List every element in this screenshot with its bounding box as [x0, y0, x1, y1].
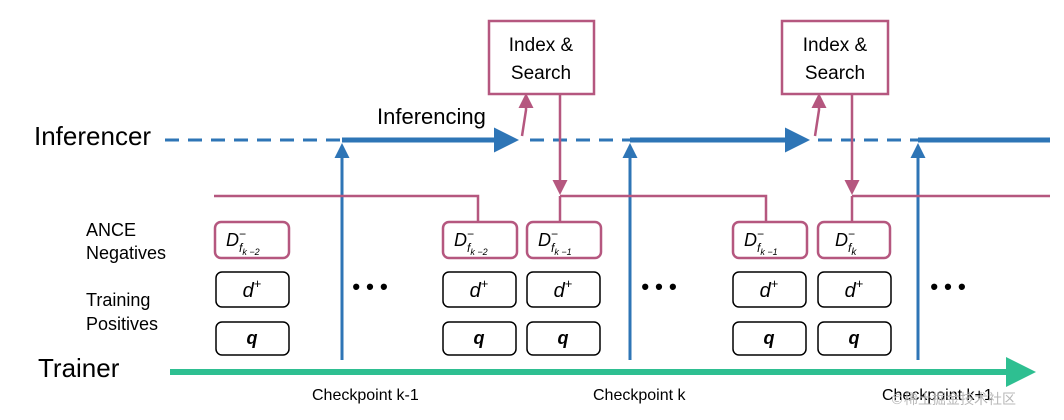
to-index-arrow-2 — [811, 93, 827, 137]
positive-box: d+ — [442, 271, 517, 308]
index-search-line2: Search — [511, 63, 571, 84]
svg-text:d+: d+ — [845, 276, 864, 302]
svg-text:D−fk: D−fk — [835, 227, 857, 258]
index-search-line1: Index & — [509, 35, 574, 56]
index-search-box-1: Index & Search — [487, 19, 596, 96]
negative-box: D−fk −1 — [731, 220, 809, 260]
svg-text:q: q — [558, 328, 569, 348]
ellipsis: • • • — [352, 274, 387, 299]
positive-box: d+ — [732, 271, 807, 308]
positive-box: d+ — [526, 271, 601, 308]
watermark: ©稀土掘金技术社区 — [890, 392, 1016, 408]
svg-text:q: q — [849, 328, 860, 348]
checkpoint-label-k-plus-1: Checkpoint k+1 — [882, 387, 993, 404]
query-box: q — [817, 321, 892, 356]
index-search-line1: Index & — [803, 35, 868, 56]
negatives-span-1 — [214, 194, 480, 222]
inferencer-label: Inferencer — [34, 121, 151, 151]
index-search-box-2: Index & Search — [780, 19, 890, 96]
svg-text:d+: d+ — [760, 276, 779, 302]
negatives-span-2 — [560, 194, 768, 222]
query-box: q — [442, 321, 517, 356]
svg-text:D−fk −2: D−fk −2 — [454, 227, 488, 257]
ellipsis: • • • — [641, 274, 676, 299]
negative-box: D−fk −1 — [525, 220, 603, 260]
svg-text:d+: d+ — [243, 276, 262, 302]
ance-label-line1: ANCE — [86, 220, 136, 240]
training-label-line1: Training — [86, 290, 150, 310]
ance-label-line2: Negatives — [86, 243, 166, 263]
svg-text:q: q — [474, 328, 485, 348]
training-label-line2: Positives — [86, 314, 158, 334]
svg-text:d+: d+ — [554, 276, 573, 302]
inferencing-label: Inferencing — [377, 104, 486, 129]
svg-text:D−fk −1: D−fk −1 — [538, 227, 572, 257]
svg-text:D−fk −1: D−fk −1 — [744, 227, 778, 257]
trainer-label: Trainer — [38, 353, 120, 383]
query-box: q — [732, 321, 807, 356]
checkpoint-label-k-minus-1: Checkpoint k-1 — [312, 387, 419, 404]
svg-text:D−fk −2: D−fk −2 — [226, 227, 260, 257]
negative-box: D−fk −2 — [441, 220, 519, 260]
index-search-line2: Search — [805, 63, 865, 84]
negative-box: D−fk −2 — [213, 220, 291, 260]
svg-text:q: q — [247, 328, 258, 348]
negative-box: D−fk — [816, 220, 892, 260]
query-box: q — [215, 321, 290, 356]
svg-text:q: q — [764, 328, 775, 348]
svg-text:d+: d+ — [470, 276, 489, 302]
positive-box: d+ — [215, 271, 290, 308]
to-index-arrow-1 — [518, 93, 534, 137]
positive-box: d+ — [817, 271, 892, 308]
checkpoint-label-k: Checkpoint k — [593, 387, 686, 404]
query-box: q — [526, 321, 601, 356]
ellipsis: • • • — [930, 274, 965, 299]
